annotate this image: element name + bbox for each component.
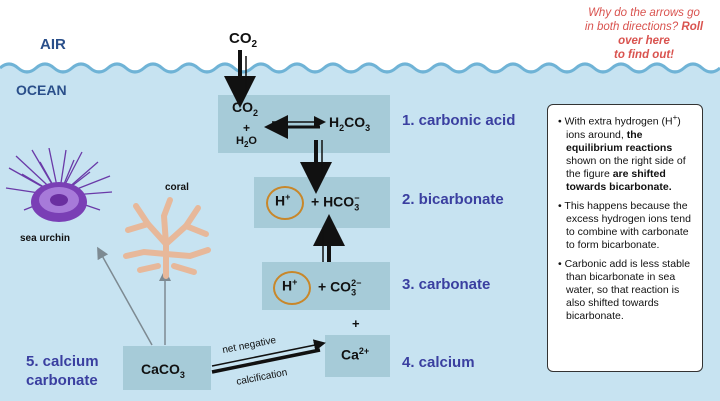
- air-region: [0, 0, 720, 70]
- air-label: AIR: [40, 36, 66, 53]
- caco3: CaCO3: [141, 361, 185, 380]
- step-carbonate: 3. carbonate: [402, 276, 491, 293]
- coral-icon: [123, 197, 211, 279]
- rollover-line1: Why do the arrows go: [588, 7, 700, 19]
- note-item-1: • With extra hydrogen (H+) ions around, …: [558, 113, 686, 193]
- step-bicarbonate: 2. bicarbonate: [402, 191, 504, 208]
- sea-urchin-icon: [5, 148, 113, 222]
- h-ion-oval-1: [266, 186, 304, 220]
- step-carbonic-acid: 1. carbonic acid: [402, 112, 516, 129]
- box-calcium: [325, 335, 390, 377]
- box-calcium-carbonate: [123, 346, 211, 390]
- step-calcium: 4. calcium: [402, 354, 475, 371]
- step-calcium-carbonate-2: carbonate: [26, 372, 98, 389]
- rollover-line2: in both directions?: [584, 21, 679, 33]
- sea-urchin-label: sea urchin: [20, 233, 71, 244]
- rollover-prompt[interactable]: Why do the arrows go in both directions?…: [574, 6, 714, 62]
- explanation-note: • With extra hydrogen (H+) ions around, …: [547, 104, 703, 372]
- h2co3: H2CO3: [329, 114, 371, 133]
- hco3: + HCO3−: [311, 193, 360, 213]
- ocean-label: OCEAN: [16, 82, 67, 98]
- plus-sign-2: +: [352, 316, 360, 331]
- step-calcium-carbonate-1: 5. calcium: [26, 353, 99, 370]
- note-item-3: • Carbonic add is less stable than bicar…: [558, 257, 691, 322]
- note-item-2: • This happens because the excess hydrog…: [558, 199, 691, 251]
- h-ion-1: H+: [275, 192, 291, 209]
- plus-sign-1: +: [243, 121, 251, 135]
- h-ion-2: H+: [282, 277, 298, 294]
- rollover-line3[interactable]: to find out!: [613, 49, 675, 61]
- h2o: H2O: [236, 135, 257, 150]
- calcium-ion: Ca2+: [341, 346, 370, 363]
- h-ion-oval-2: [273, 271, 311, 305]
- co3: + CO32−: [318, 278, 362, 298]
- co2-air: CO2: [229, 30, 258, 50]
- coral-label: coral: [165, 182, 189, 193]
- rollover-bold[interactable]: Roll over here: [618, 21, 704, 47]
- water-surface-wave: [0, 62, 720, 80]
